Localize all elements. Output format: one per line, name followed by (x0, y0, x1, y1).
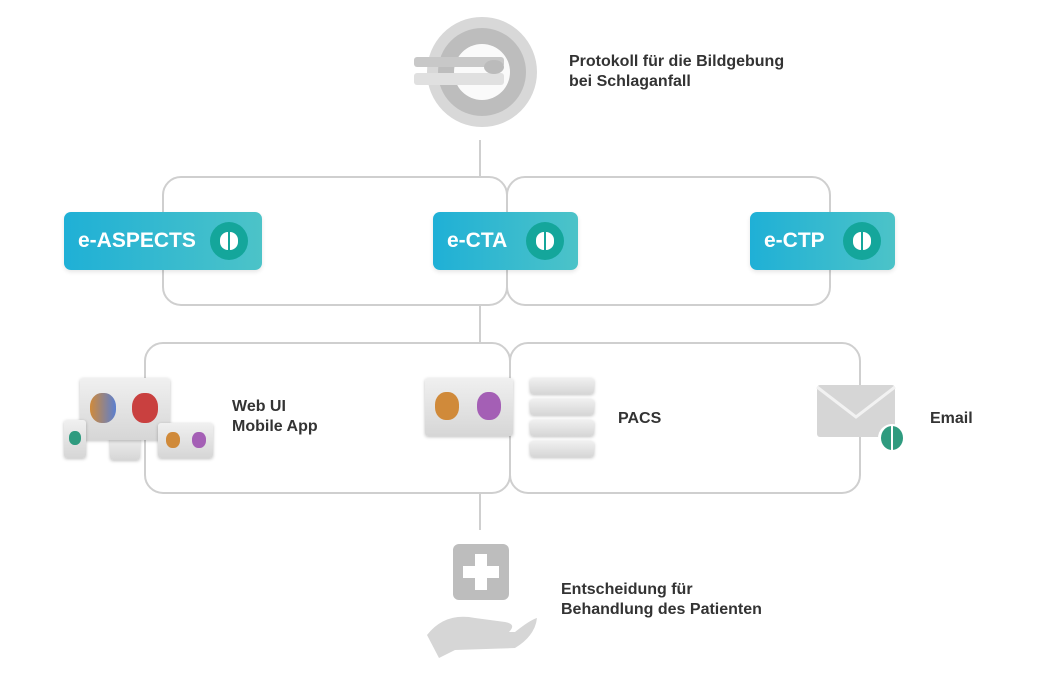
decision-line2: Behandlung des Patienten (561, 601, 762, 618)
title-line2: bei Schlaganfall (569, 73, 691, 90)
web-mobile-label: Web UI Mobile App (232, 397, 318, 437)
email-icon (816, 385, 906, 452)
brain-icon (526, 222, 564, 260)
module-label: e-CTA (447, 229, 508, 252)
module-label: e-ASPECTS (78, 229, 196, 252)
module-e-ctp[interactable]: e-CTP (750, 212, 895, 270)
module-e-cta[interactable]: e-CTA (433, 212, 578, 270)
decision-line1: Entscheidung für (561, 581, 693, 598)
brain-icon (210, 222, 248, 260)
devices-icon (62, 375, 217, 465)
title-line1: Protokoll für die Bildgebung (569, 53, 785, 70)
title-label: Protokoll für die Bildgebung bei Schlagan… (569, 52, 784, 92)
web-ui-label: Web UI (232, 398, 286, 415)
pacs-icon (425, 376, 600, 461)
module-e-aspects[interactable]: e-ASPECTS (64, 212, 262, 270)
ct-scanner-icon (414, 17, 537, 127)
pacs-label: PACS (618, 410, 662, 427)
email-label: Email (930, 410, 973, 427)
brain-icon (843, 222, 881, 260)
module-label: e-CTP (764, 229, 825, 252)
mobile-app-label: Mobile App (232, 418, 318, 435)
medical-care-icon (427, 544, 537, 658)
